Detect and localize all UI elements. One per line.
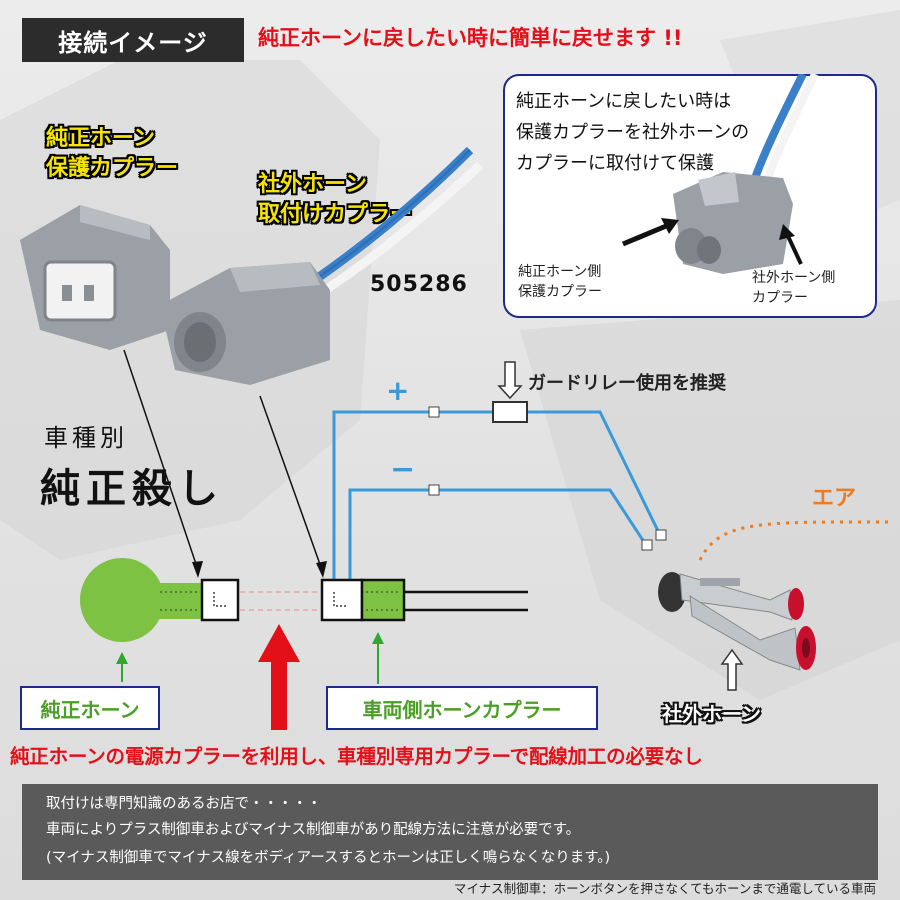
section-title: 接続イメージ (22, 18, 244, 62)
oem-horn-plug (200, 578, 240, 622)
vehicle-coupler-box: 車両側ホーンカプラー (326, 686, 598, 730)
guard-relay-label: ガードリレー使用を推奨 (528, 373, 726, 394)
oem-horn-box: 純正ホーン (20, 686, 160, 730)
info-line-1: 純正ホーンに戻したい時は (516, 91, 732, 112)
oem-side-label-line1: 純正ホーン側 (518, 264, 602, 280)
vehicle-coupler-up-arrow (372, 632, 384, 684)
note-line-3: (マイナス制御車でマイナス線をボディアースするとホーンは正しく鳴らなくなります。… (46, 850, 611, 866)
protect-coupler-label-line2: 保護カプラー (46, 156, 179, 181)
vehicle-coupler-body (360, 578, 406, 622)
aftermarket-side-label-line1: 社外ホーン側 (752, 270, 836, 286)
plus-wire (332, 410, 662, 580)
aftermarket-coupler-photo (160, 262, 330, 385)
horn-plus-terminal (655, 529, 667, 541)
left-pointer-arrow (622, 221, 672, 247)
footnote: マイナス制御車：ホーンボタンを押さなくてもホーンまで通電している車両 (453, 881, 876, 896)
aftermarket-horn-label: 社外ホーン (662, 702, 761, 726)
guard-relay-fuse (492, 401, 528, 423)
oem-horn-up-arrow (116, 652, 128, 682)
minus-wire (348, 488, 648, 580)
aftermarket-horn-illustration (658, 572, 816, 671)
protect-coupler-pointer (123, 349, 199, 571)
right-pointer-arrow (785, 233, 803, 265)
info-text: 純正ホーンに戻したい時は 保護カプラーを社外ホーンの カプラーに取付けて保護 (516, 86, 749, 179)
info-line-2: 保護カプラーを社外ホーンの (516, 122, 750, 143)
oem-horn-neck (150, 583, 202, 619)
oem-side-label: 純正ホーン側 保護カプラー (518, 262, 602, 302)
headline: 純正ホーンに戻したい時に簡単に戻せます !! (258, 26, 683, 50)
brush-text-1: 車種別 (44, 424, 128, 452)
minus-sign: − (390, 452, 416, 487)
protect-coupler-label: 純正ホーン 保護カプラー (46, 124, 178, 184)
oem-side-label-line2: 保護カプラー (518, 284, 602, 300)
plus-junction (428, 406, 440, 418)
vehicle-coupler-plug (320, 578, 364, 622)
coupler-wires (297, 146, 484, 304)
protect-coupler-label-line1: 純正ホーン (46, 126, 155, 151)
joined-coupler-illustration (622, 74, 819, 274)
info-line-3: カプラーに取付けて保護 (516, 153, 714, 174)
plus-sign: + (386, 374, 410, 407)
oem-horn-circle (80, 558, 164, 642)
note-line-2: 車両によりプラス制御車およびマイナス制御車があり配線方法に注意が必要です。 (46, 822, 581, 838)
horn-minus-terminal (641, 539, 653, 551)
aftermarket-coupler-label: 社外ホーン 取付けカプラー (258, 170, 412, 230)
note-line-1: 取付けは専門知識のあるお店で・・・・・ (46, 796, 322, 812)
protect-coupler-photo (20, 205, 170, 350)
part-number: 505286 (370, 272, 468, 297)
aftermarket-coupler-pointer (259, 395, 323, 571)
air-label: エア (812, 486, 857, 511)
notes-box (22, 784, 878, 880)
big-red-up-arrow (258, 624, 300, 730)
minus-junction (428, 484, 440, 496)
aftermarket-side-label-line2: カプラー (752, 290, 808, 306)
aftermarket-coupler-label-line1: 社外ホーン (258, 172, 367, 197)
relay-down-arrow (497, 361, 523, 400)
red-banner: 純正ホーンの電源カプラーを利用し、車種別専用カプラーで配線加工の必要なし (10, 745, 703, 768)
aftermarket-side-label: 社外ホーン側 カプラー (752, 268, 835, 308)
air-line (698, 520, 891, 561)
aftermarket-horn-up-arrow (720, 648, 744, 691)
brush-text-2: 純正殺し (40, 465, 224, 512)
